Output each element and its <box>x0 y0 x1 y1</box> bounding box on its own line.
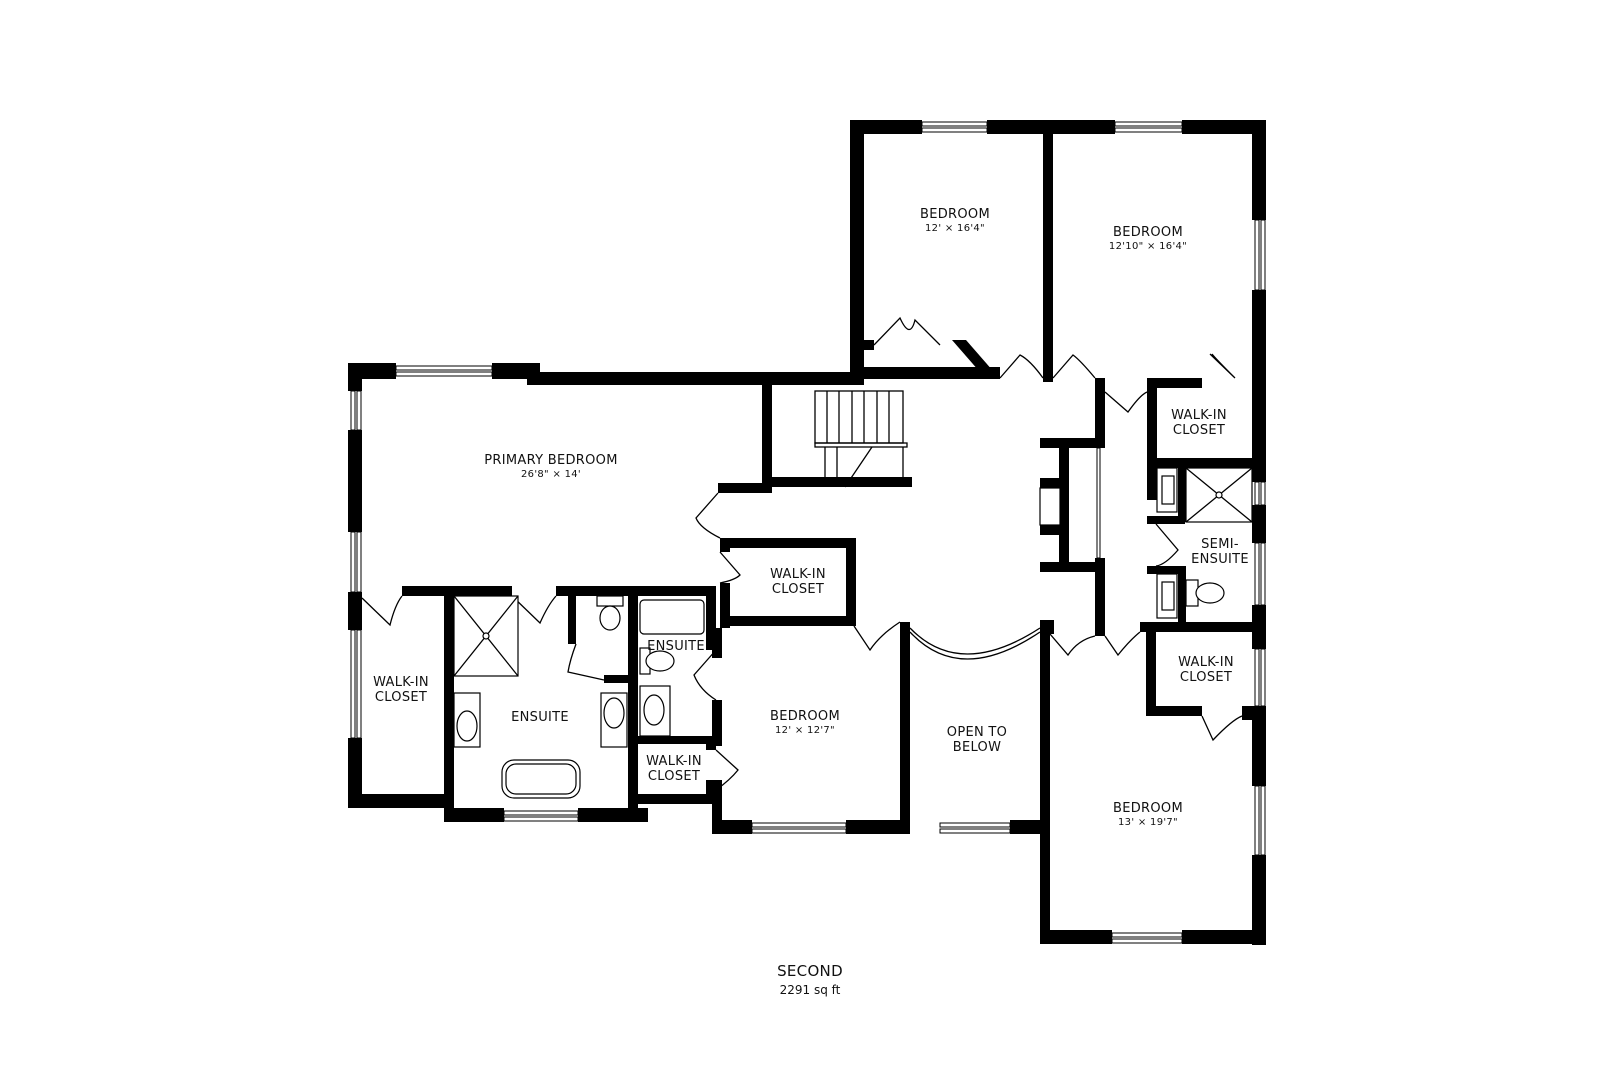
room-label-bedroom-south: BEDROOM 12' × 12'7" <box>770 709 840 736</box>
room-name-line2: ENSUITE <box>1191 551 1249 567</box>
room-label-ensuite-primary: ENSUITE <box>511 710 569 726</box>
room-label-walk-in-closet-center: WALK-IN CLOSET <box>770 567 826 598</box>
windows <box>350 121 1266 944</box>
room-name: BEDROOM <box>1113 801 1183 816</box>
room-name-line2: CLOSET <box>771 581 825 597</box>
room-name-line1: WALK-IN <box>373 675 429 690</box>
room-label-walk-in-closet-small: WALK-IN CLOSET <box>646 754 702 785</box>
room-dimensions: 26'8" × 14' <box>521 468 581 480</box>
floor-name: SECOND <box>777 962 843 980</box>
room-name: BEDROOM <box>1113 225 1183 240</box>
room-name: PRIMARY BEDROOM <box>484 453 618 468</box>
room-name: BEDROOM <box>920 207 990 222</box>
floor-area: 2291 sq ft <box>779 983 841 997</box>
room-label-bedroom-nw: BEDROOM 12' × 16'4" <box>920 207 990 234</box>
room-name: BEDROOM <box>770 709 840 724</box>
room-name-line1: OPEN TO <box>946 725 1008 740</box>
room-name-line1: WALK-IN <box>646 754 702 769</box>
room-label-walk-in-closet-primary: WALK-IN CLOSET <box>373 675 429 706</box>
room-label-semi-ensuite: SEMI- ENSUITE <box>1191 537 1249 568</box>
room-label-walk-in-closet-ne: WALK-IN CLOSET <box>1171 408 1227 439</box>
stairs <box>814 390 908 488</box>
room-dimensions: 12'10" × 16'4" <box>1108 240 1188 252</box>
room-name-line1: WALK-IN <box>1171 408 1227 423</box>
room-name-line1: WALK-IN <box>1178 655 1234 670</box>
walls <box>348 120 1266 945</box>
room-name: ENSUITE <box>647 639 705 654</box>
room-name-line2: CLOSET <box>1179 669 1233 685</box>
room-name: ENSUITE <box>511 710 569 725</box>
fixtures <box>453 467 1253 799</box>
room-label-primary-bedroom: PRIMARY BEDROOM 26'8" × 14' <box>484 453 618 480</box>
room-name-line2: CLOSET <box>647 768 701 784</box>
room-label-walk-in-closet-se: WALK-IN CLOSET <box>1178 655 1234 686</box>
room-name-line1: WALK-IN <box>770 567 826 582</box>
room-dimensions: 13' × 19'7" <box>1118 816 1178 828</box>
room-label-ensuite-small: ENSUITE <box>647 639 705 655</box>
doors <box>361 316 1243 791</box>
room-label-bedroom-se: BEDROOM 13' × 19'7" <box>1113 801 1183 828</box>
room-name-line2: BELOW <box>952 739 1002 755</box>
room-label-bedroom-ne: BEDROOM 12'10" × 16'4" <box>1108 225 1188 252</box>
room-name-line1: SEMI- <box>1201 537 1239 552</box>
room-dimensions: 12' × 16'4" <box>925 222 985 234</box>
floor-summary: SECOND 2291 sq ft <box>777 962 843 997</box>
room-name-line2: CLOSET <box>1172 422 1226 438</box>
room-label-open-to-below: OPEN TO BELOW <box>946 725 1008 756</box>
room-dimensions: 12' × 12'7" <box>775 724 835 736</box>
room-name-line2: CLOSET <box>374 689 428 705</box>
